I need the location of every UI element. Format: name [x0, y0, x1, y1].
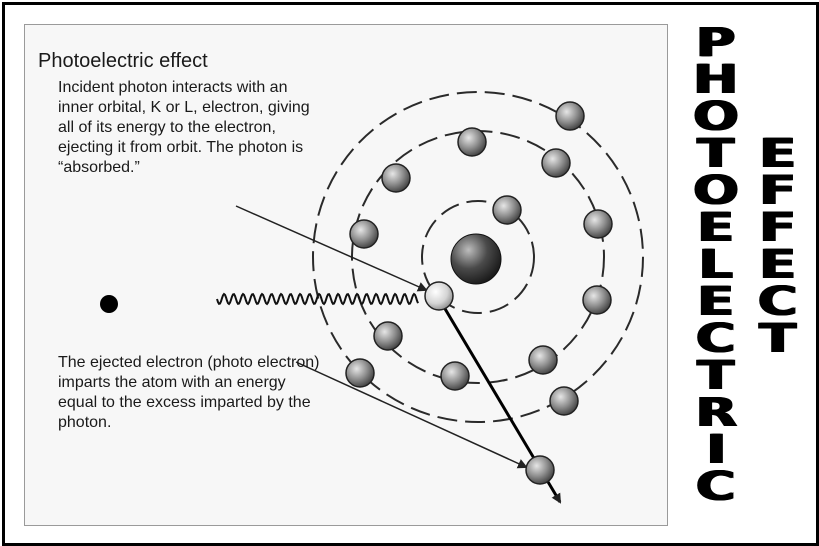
banner-photoelectric-letter: O: [693, 94, 739, 140]
banner-photoelectric-letter: T: [697, 353, 735, 399]
banner-photoelectric-letter: T: [697, 131, 735, 177]
banner-effect-letter: F: [759, 168, 797, 214]
electron: [349, 219, 379, 249]
banner-effect-letter: F: [759, 205, 797, 251]
banner-photoelectric-letter: P: [696, 20, 736, 66]
banner-effect-letter: C: [758, 279, 798, 325]
incident-photon-caption: Incident photon interacts with an inner …: [58, 79, 310, 176]
electron: [381, 163, 411, 193]
banner-photoelectric-letter: R: [695, 390, 737, 436]
inner-shell: [421, 200, 535, 314]
electron: [549, 386, 579, 416]
banner-effect-letter: T: [759, 316, 797, 362]
banner-effect-letter: E: [759, 242, 797, 288]
nucleus: [450, 233, 502, 285]
diagram-title: Photoelectric effect: [38, 50, 208, 72]
banner-photoelectric-letter: C: [696, 316, 736, 362]
electron: [440, 361, 470, 391]
banner-photoelectric-letter: H: [693, 57, 739, 103]
electron: [583, 209, 613, 239]
banner-effect-letter: E: [759, 131, 797, 177]
electron: [373, 321, 403, 351]
banner-photoelectric-letter: E: [697, 205, 735, 251]
electron: [555, 101, 585, 131]
pointer-line-ejected: [295, 361, 528, 469]
banner-photoelectric-letter: E: [697, 279, 735, 325]
electron: [582, 285, 612, 315]
electron: [345, 358, 375, 388]
electron: [541, 148, 571, 178]
photoelectron: [525, 455, 555, 485]
photon-wave: [216, 292, 419, 306]
electron: [528, 345, 558, 375]
banner-photoelectric-letter: C: [696, 464, 736, 510]
ejected-electron: [424, 281, 454, 311]
banner-photoelectric-letter: O: [693, 168, 739, 214]
ejected-electron-caption: The ejected electron (photo electron) im…: [58, 354, 320, 431]
photon-source-dot: [100, 295, 118, 313]
banner-photoelectric-letter: I: [705, 427, 727, 473]
electron: [492, 195, 522, 225]
banner-photoelectric-letter: L: [698, 242, 734, 288]
electron: [457, 127, 487, 157]
outer-shell: [312, 91, 644, 423]
pointer-line-incident: [235, 205, 428, 292]
